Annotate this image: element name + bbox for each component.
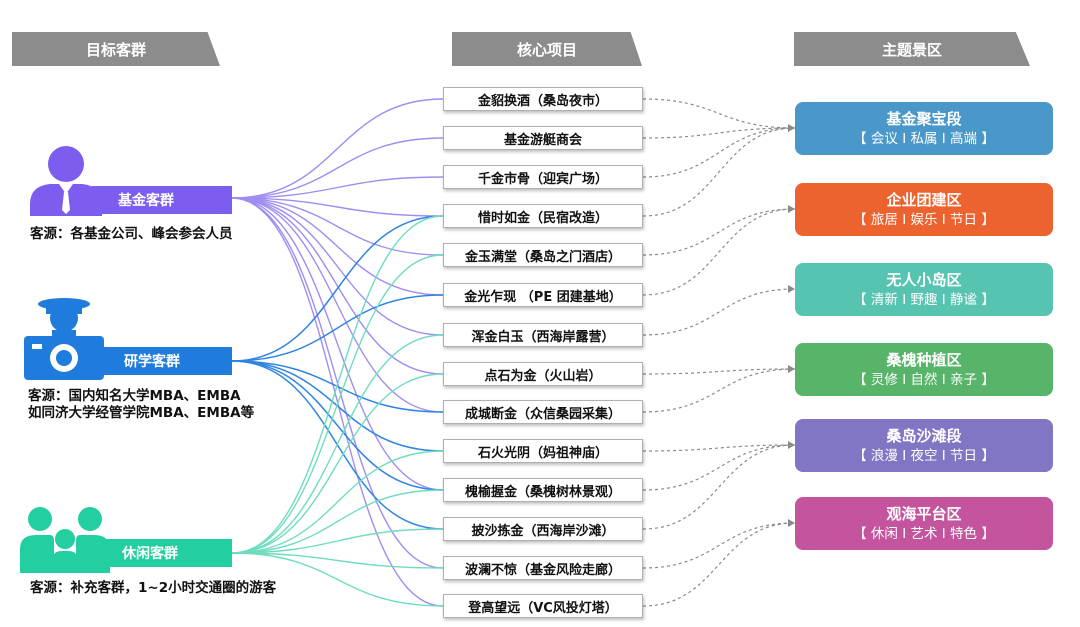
zone-box: 无人小岛区 【 清新 I 野趣 I 静谧 】 [795, 263, 1053, 316]
project-box: 登高望远（VC风投灯塔） [443, 594, 643, 618]
customer-project-link [231, 215, 444, 362]
student-camera-icon [24, 296, 104, 384]
project-zone-link [642, 208, 796, 296]
customer-label-text: 研学客群 [124, 354, 180, 370]
customer-label-fund: 基金客群 [92, 186, 232, 214]
zone-arrowhead [788, 441, 795, 449]
project-box: 点石为金（火山岩） [443, 362, 643, 386]
zone-title: 桑槐种植区 [886, 350, 962, 369]
zone-arrowhead [788, 285, 795, 293]
project-zone-link [642, 208, 796, 256]
project-box: 波澜不惊（基金风险走廊） [443, 556, 643, 580]
customer-project-link [231, 254, 444, 554]
project-box: 浑金白玉（西海岸露营） [443, 323, 643, 347]
zone-tags: 【 灵修 I 自然 I 亲子 】 [853, 371, 995, 388]
project-box: 金光乍现 （PE 团建基地） [443, 283, 643, 307]
zone-tags: 【 会议 I 私属 I 高端 】 [853, 130, 995, 147]
zone-arrowhead [788, 365, 795, 373]
customer-project-link [231, 215, 444, 554]
zone-tags: 【 浪漫 I 夜空 I 节日 】 [853, 447, 995, 464]
project-zone-link [642, 127, 796, 217]
customer-label-leisure: 休闲客群 [96, 539, 232, 567]
customer-project-link [231, 373, 444, 554]
project-zone-link [642, 522, 796, 607]
customer-source-line: 客源：各基金公司、峰会参会人员 [30, 226, 233, 242]
customer-source-line: 如同济大学经管学院MBA、EMBA等 [28, 405, 255, 421]
project-box: 槐榆握金（桑槐树林景观） [443, 478, 643, 502]
zone-title: 桑岛沙滩段 [886, 426, 962, 445]
project-box: 成城断金（众信桑园采集） [443, 400, 643, 424]
zone-box: 桑岛沙滩段 【 浪漫 I 夜空 I 节日 】 [795, 419, 1053, 472]
customer-project-link [231, 450, 444, 554]
customer-project-link [231, 360, 444, 491]
customer-project-link [231, 552, 444, 607]
customer-project-link [231, 552, 444, 569]
project-zone-link [642, 288, 796, 336]
project-box: 金玉满堂（桑岛之门酒店） [443, 243, 643, 267]
zone-tags: 【 休闲 I 艺术 I 特色 】 [853, 525, 995, 542]
project-zone-link [642, 368, 796, 413]
customer-project-link [231, 98, 444, 199]
customer-label-study: 研学客群 [98, 347, 232, 375]
customer-source-line: 客源：国内知名大学MBA、EMBA [28, 388, 241, 404]
customer-project-link [231, 197, 444, 491]
zone-title: 基金聚宝段 [886, 109, 962, 128]
project-box: 金貂换酒（桑岛夜市） [443, 87, 643, 111]
project-zone-link [642, 98, 796, 129]
customer-project-link [231, 197, 444, 375]
person-suit-icon [26, 140, 106, 220]
zone-box: 基金聚宝段 【 会议 I 私属 I 高端 】 [795, 102, 1053, 155]
project-zone-link [642, 444, 796, 491]
project-zone-link [642, 444, 796, 530]
customer-project-link [231, 137, 444, 199]
zone-tags: 【 清新 I 野趣 I 静谧 】 [853, 291, 995, 308]
zone-title: 无人小岛区 [886, 270, 962, 289]
customer-project-link [231, 528, 444, 554]
customer-project-link [231, 197, 444, 256]
customer-source-fund: 客源：各基金公司、峰会参会人员 [30, 226, 233, 243]
customer-project-link [231, 197, 444, 413]
customer-source-line: 客源：补充客群，1~2小时交通圈的游客 [30, 580, 277, 596]
customer-label-text: 基金客群 [118, 193, 174, 209]
zone-box: 企业团建区 【 旅居 I 娱乐 I 节日 】 [795, 183, 1053, 236]
project-box: 惜时如金（民宿改造） [443, 204, 643, 228]
customer-source-leisure: 客源：补充客群，1~2小时交通圈的游客 [30, 580, 276, 597]
zone-title: 观海平台区 [886, 504, 962, 523]
project-zone-link [642, 127, 796, 178]
family-icon [20, 505, 110, 577]
customer-project-link [231, 197, 444, 336]
zone-tags: 【 旅居 I 娱乐 I 节日 】 [853, 211, 995, 228]
customer-project-link [231, 197, 444, 296]
customer-project-link [231, 176, 444, 199]
zone-arrowhead [788, 205, 795, 213]
customer-project-link [231, 334, 444, 554]
zone-arrowhead [788, 519, 795, 527]
customer-source-study: 客源：国内知名大学MBA、EMBA 如同济大学经管学院MBA、EMBA等 [28, 388, 254, 422]
header-theme-zones: 主题景区 [794, 32, 1030, 66]
project-box: 石火光阴（妈祖神庙） [443, 439, 643, 463]
project-box: 千金市骨（迎宾广场） [443, 165, 643, 189]
project-zone-link [642, 522, 796, 569]
customer-project-link [231, 489, 444, 554]
zone-box: 观海平台区 【 休闲 I 艺术 I 特色 】 [795, 497, 1053, 550]
header-core-projects: 核心项目 [452, 32, 642, 66]
zone-box: 桑槐种植区 【 灵修 I 自然 I 亲子 】 [795, 343, 1053, 396]
customer-project-link [231, 294, 444, 362]
project-box: 基金游艇商会 [443, 126, 643, 150]
customer-project-link [231, 197, 444, 217]
project-zone-link [642, 368, 796, 375]
customer-label-text: 休闲客群 [122, 546, 178, 562]
zone-arrowhead [788, 124, 795, 132]
header-target-customers: 目标客群 [12, 32, 220, 66]
project-box: 披沙拣金（西海岸沙滩） [443, 517, 643, 541]
zone-title: 企业团建区 [886, 190, 962, 209]
